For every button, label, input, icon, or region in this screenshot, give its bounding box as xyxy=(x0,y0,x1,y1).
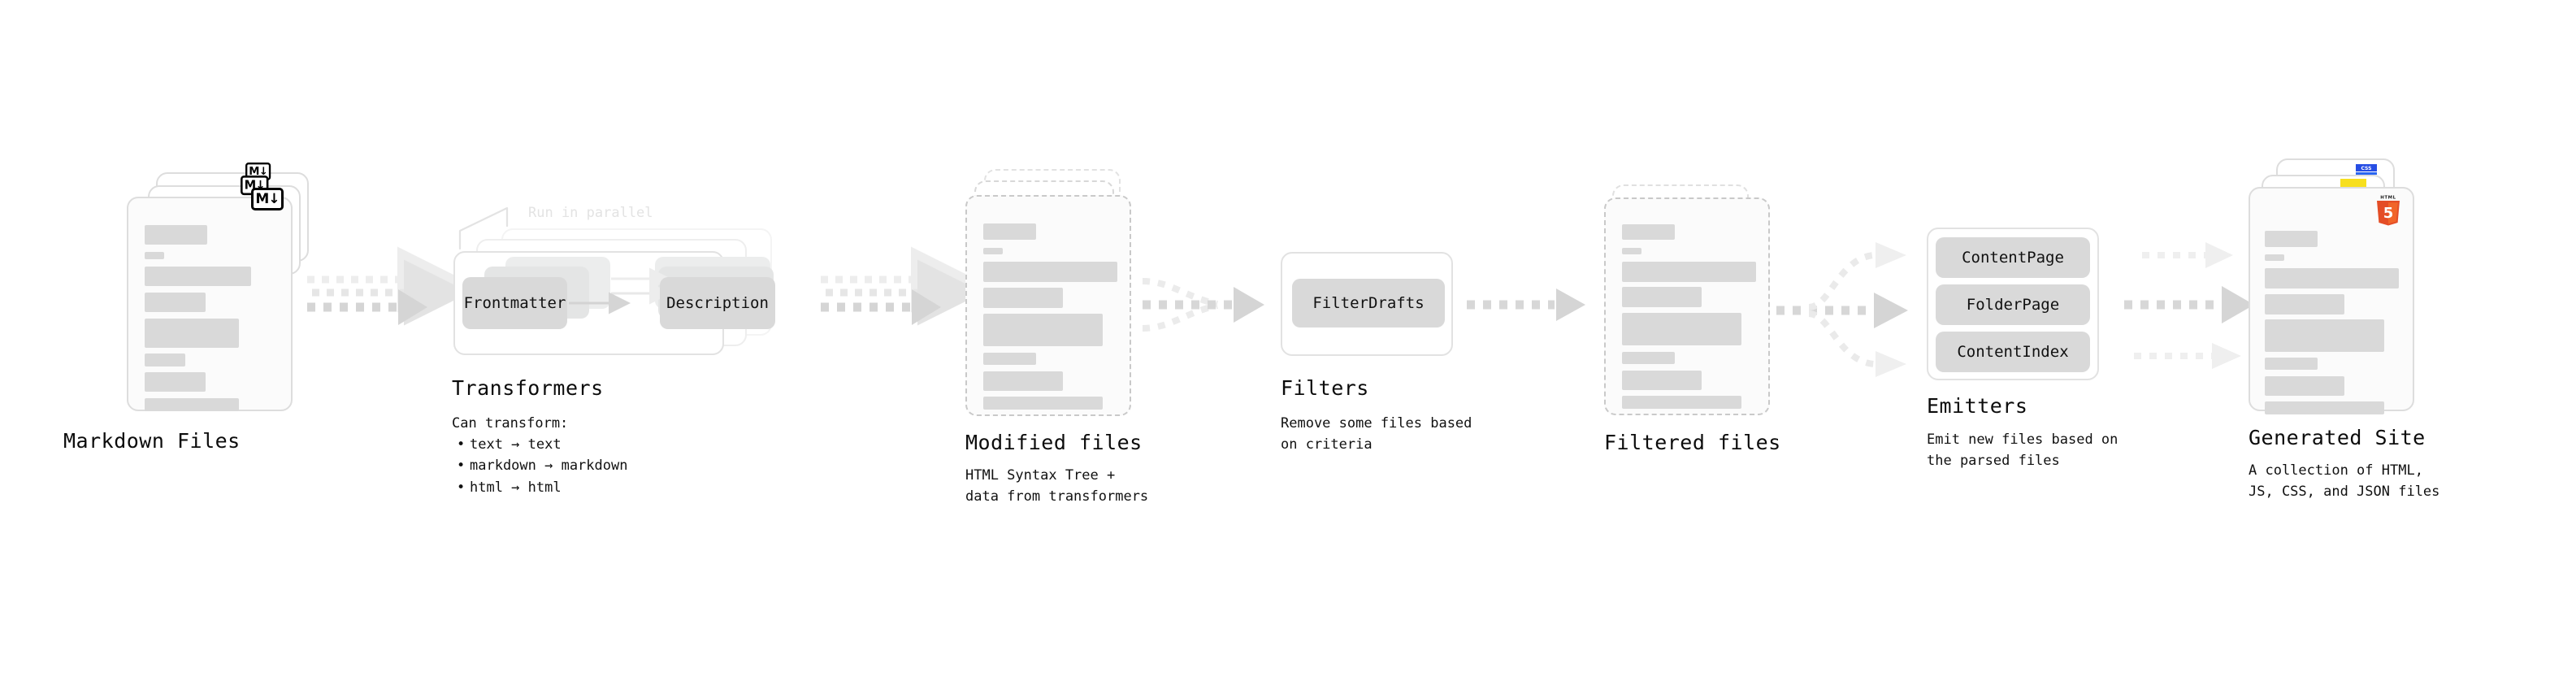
emitters-subtitle: Emit new files based on the parsed files xyxy=(1927,432,2118,470)
transformer-node-description[interactable]: Description xyxy=(660,277,775,329)
skeleton-line xyxy=(145,293,206,312)
skeleton-line xyxy=(983,248,1003,254)
skeleton-line xyxy=(2265,268,2399,288)
emitter-node-contentpage[interactable]: ContentPage xyxy=(1936,237,2090,278)
filters-subtitle: Remove some files based on criteria xyxy=(1281,415,1472,453)
emitter-node-folderpage[interactable]: FolderPage xyxy=(1936,284,2090,325)
skeleton-line xyxy=(2265,358,2318,370)
arrow-head xyxy=(1874,293,1908,328)
transformers-bullet: •text → text xyxy=(457,434,627,455)
skeleton-line xyxy=(145,372,206,392)
skeleton-line xyxy=(145,398,239,411)
skeleton-line xyxy=(983,314,1103,346)
arrow-dashed xyxy=(1808,310,1875,367)
connector-filters-to-filtered xyxy=(1467,288,1585,321)
skeleton-line xyxy=(1622,262,1756,282)
connector-modified-to-filters xyxy=(1142,278,1264,332)
skeleton-line xyxy=(145,354,185,367)
skeleton-line xyxy=(1622,224,1675,240)
emitters-title: Emitters xyxy=(1927,394,2028,418)
skeleton-line xyxy=(983,288,1063,308)
run-in-parallel-label: Run in parallel xyxy=(528,205,653,221)
skeleton-line xyxy=(1622,396,1741,409)
run-in-parallel-bracket xyxy=(458,206,509,250)
filtered-card-front xyxy=(1604,197,1770,415)
transformers-bullet: •markdown → markdown xyxy=(457,455,627,476)
bullet-dot-icon: • xyxy=(457,458,466,475)
skeleton-line xyxy=(2265,376,2344,396)
markdown-card-front xyxy=(127,197,293,411)
skeleton-line xyxy=(145,252,164,259)
skeleton-line xyxy=(145,267,251,286)
skeleton-line xyxy=(2265,294,2344,314)
skeleton-line xyxy=(1622,248,1641,254)
arrow-head xyxy=(1234,287,1264,323)
skeleton-line xyxy=(145,225,207,245)
filtered-files-title: Filtered files xyxy=(1604,431,1781,454)
arrow-head xyxy=(1876,242,1906,268)
transformer-inner-arrow-main xyxy=(569,292,631,314)
transformers-bullet-list: •text → text •markdown → markdown •html … xyxy=(457,434,627,498)
transformer-node-frontmatter[interactable]: Frontmatter xyxy=(462,277,567,329)
bullet-dot-icon: • xyxy=(457,479,466,496)
html5-badge: HTML 5 xyxy=(2374,193,2402,226)
svg-text:HTML: HTML xyxy=(2380,196,2396,201)
emitter-node-contentindex[interactable]: ContentIndex xyxy=(1936,332,2090,372)
arrow-head xyxy=(1876,351,1906,377)
skeleton-line xyxy=(983,223,1036,240)
skeleton-line xyxy=(1622,371,1702,390)
svg-text:CSS: CSS xyxy=(2361,166,2372,171)
skeleton-line xyxy=(145,319,239,348)
generated-site-title: Generated Site xyxy=(2249,426,2426,449)
skeleton-line xyxy=(983,353,1036,365)
arrow-head xyxy=(1556,288,1585,321)
markdown-files-title: Markdown Files xyxy=(63,429,241,453)
modified-card-front xyxy=(965,195,1131,416)
connector-filtered-to-emitters xyxy=(1776,242,1908,377)
connector-emitters-to-site xyxy=(2124,242,2254,369)
connector-transformers-to-modified xyxy=(821,246,983,326)
transformers-bullet: •html → html xyxy=(457,477,627,498)
modified-files-title: Modified files xyxy=(965,431,1143,454)
skeleton-line xyxy=(2265,401,2384,414)
filters-title: Filters xyxy=(1281,376,1369,400)
skeleton-line xyxy=(1622,313,1741,345)
skeleton-line xyxy=(1622,352,1675,364)
arrow-head xyxy=(2205,242,2233,268)
arrow-head xyxy=(2222,286,2254,323)
css3-badge: CSS xyxy=(2353,163,2379,176)
filter-node-filterdrafts[interactable]: FilterDrafts xyxy=(1292,279,1445,327)
skeleton-line xyxy=(1622,287,1702,307)
skeleton-line xyxy=(2265,319,2384,352)
markdown-badge-front: M↓ xyxy=(251,188,284,210)
generated-site-subtitle: A collection of HTML, JS, CSS, and JSON … xyxy=(2249,462,2440,501)
arrow-head xyxy=(2212,343,2241,369)
svg-text:5: 5 xyxy=(2383,205,2394,222)
skeleton-line xyxy=(2265,231,2318,247)
transformers-title: Transformers xyxy=(452,376,604,400)
modified-files-subtitle: HTML Syntax Tree + data from transformer… xyxy=(965,467,1149,505)
skeleton-line xyxy=(983,397,1103,410)
arrow-head xyxy=(912,289,941,325)
connector-markdown-to-transformers xyxy=(307,246,470,326)
arrow-head xyxy=(398,289,427,325)
skeleton-line xyxy=(2265,254,2284,261)
transformers-intro: Can transform: xyxy=(452,415,569,432)
arrow-dashed xyxy=(1808,252,1875,310)
bullet-dot-icon: • xyxy=(457,436,466,453)
skeleton-line xyxy=(983,262,1117,282)
skeleton-line xyxy=(983,371,1063,391)
